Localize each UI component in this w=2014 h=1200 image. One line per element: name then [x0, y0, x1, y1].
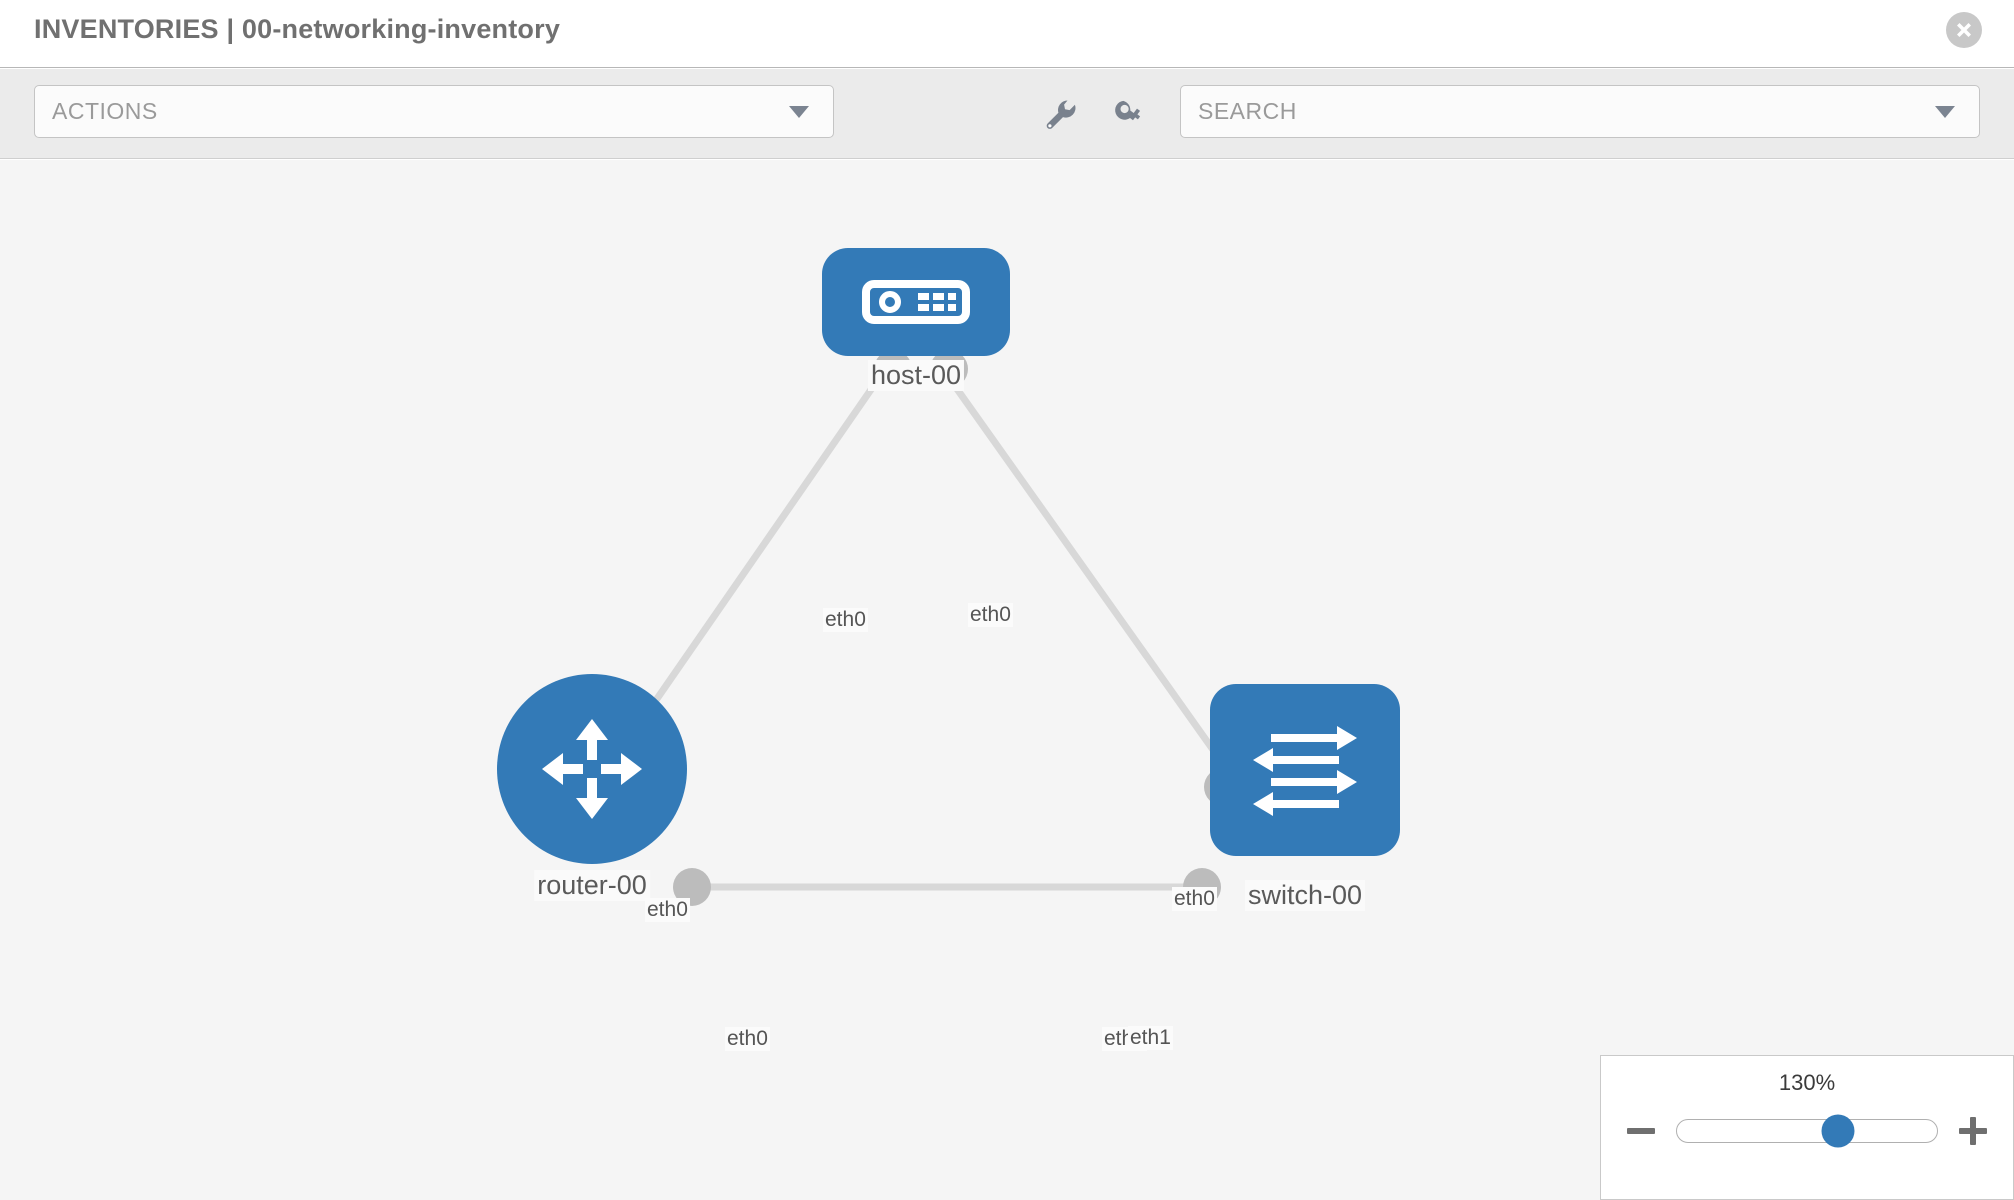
topology-canvas[interactable]: host-00 router-00 — [0, 160, 2014, 1200]
zoom-out-button[interactable] — [1624, 1114, 1658, 1148]
edge-host00-router00 — [649, 363, 891, 708]
close-icon[interactable] — [1946, 12, 1982, 48]
actions-dropdown[interactable]: ACTIONS — [34, 85, 834, 138]
edge-host00-switch00 — [937, 362, 1241, 788]
topology-node-label-router-00: router-00 — [534, 870, 650, 901]
router-node-shape[interactable] — [497, 674, 687, 864]
page-title: INVENTORIES | 00-networking-inventory — [34, 14, 561, 44]
search-placeholder: SEARCH — [1198, 98, 1297, 124]
wrench-icon[interactable] — [1040, 94, 1080, 134]
topology-node-switch-00[interactable]: switch-00 — [1210, 684, 1400, 911]
interface-label-host00-eth0-left: eth0 — [823, 608, 868, 632]
key-icon[interactable] — [1110, 94, 1150, 134]
topology-graph: host-00 router-00 — [0, 160, 2014, 1200]
router-arrows-icon — [542, 719, 642, 819]
topology-node-host-00[interactable]: host-00 — [822, 248, 1010, 391]
topology-node-router-00[interactable]: router-00 — [497, 674, 687, 901]
zoom-control: 130% — [1600, 1055, 2014, 1200]
switch-arrows-icon — [1253, 726, 1357, 816]
topology-node-label-host-00: host-00 — [867, 360, 965, 391]
zoom-in-button[interactable] — [1956, 1114, 1990, 1148]
search-input[interactable]: SEARCH — [1180, 85, 1980, 138]
host-node-shape[interactable] — [822, 248, 1010, 356]
chevron-down-icon — [789, 105, 809, 118]
interface-label-router00-right-eth0: eth0 — [725, 1027, 770, 1051]
interface-label-switch00-left-eth1: eth1 — [1128, 1026, 1173, 1050]
actions-dropdown-label: ACTIONS — [52, 98, 158, 124]
interface-label-switch00-up-eth0: eth0 — [1172, 887, 1217, 911]
topology-node-label-switch-00: switch-00 — [1244, 880, 1366, 911]
server-icon — [862, 280, 970, 324]
switch-node-shape[interactable] — [1210, 684, 1400, 856]
zoom-slider-thumb[interactable] — [1821, 1114, 1855, 1148]
chevron-down-icon[interactable] — [1935, 105, 1955, 118]
topology-edges — [649, 362, 1241, 891]
zoom-slider-row — [1601, 1114, 2013, 1148]
page-header: INVENTORIES | 00-networking-inventory — [0, 0, 2014, 68]
zoom-slider-track[interactable] — [1676, 1114, 1938, 1148]
interface-label-router00-up-eth0: eth0 — [645, 898, 690, 922]
zoom-percent-label: 130% — [1778, 1070, 1836, 1095]
interface-label-host00-eth0-right: eth0 — [968, 603, 1013, 627]
